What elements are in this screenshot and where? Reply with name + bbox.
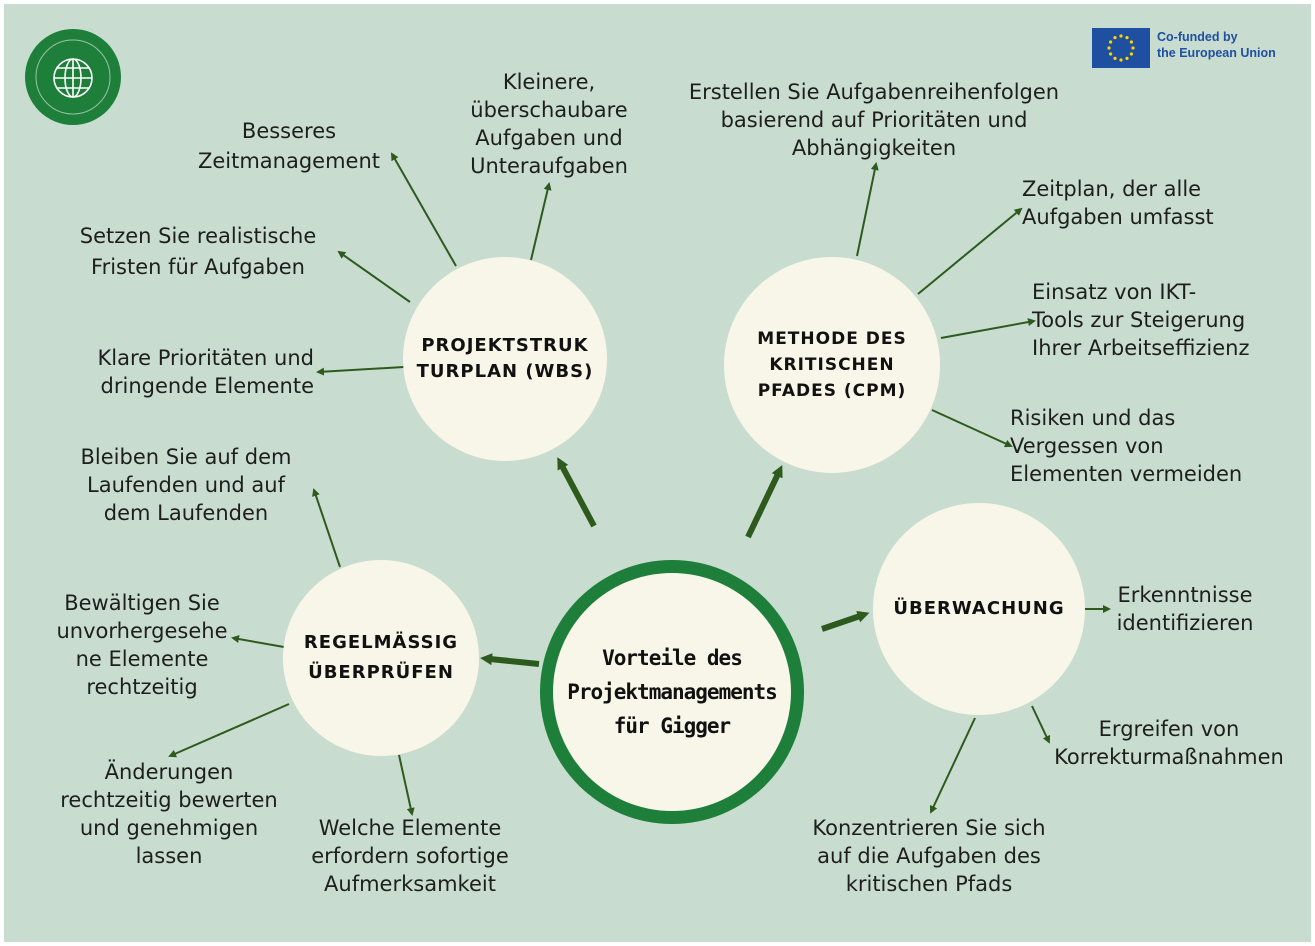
review-title: REGELMÄSSIG ÜBERPRÜFEN: [303, 632, 459, 683]
gigger-globe-logo-icon: [25, 29, 121, 125]
arrow-review-1: [312, 488, 341, 568]
arrow-wbs-1: [391, 152, 457, 267]
cpm-item-2: Zeitplan, der alle Aufgaben umfasst: [1022, 177, 1214, 229]
arrow-review-4: [398, 754, 415, 816]
arrow-cpm-3: [940, 318, 1036, 339]
connector-arrows: [168, 152, 1111, 816]
cpm-item-3: Einsatz von IKT- Tools zur Steigerung Ih…: [1032, 280, 1250, 360]
arrow-wbs-2: [530, 182, 552, 261]
monitor-item-2: Ergreifen von Korrekturmaßnahmen: [1054, 717, 1284, 769]
cpm-circle: METHODE DES KRITISCHEN PFADES (CPM): [724, 257, 940, 473]
review-item-1: Bleiben Sie auf dem Laufenden und auf de…: [80, 445, 292, 525]
center-circle-inner: Vorteile des Projektmanagements für Gigg…: [556, 576, 788, 808]
arrow-wbs-4: [316, 366, 405, 376]
monitor-item-3: Konzentrieren Sie sich auf die Aufgaben …: [812, 816, 1046, 896]
arrow-center-to-cpm: [745, 464, 783, 539]
wbs-title: PROJEKTSTRUK TURPLAN (WBS): [416, 335, 594, 382]
center-title: Vorteile des Projektmanagements für Gigg…: [567, 646, 778, 738]
wbs-item-2: Kleinere, überschaubare Aufgaben und Unt…: [470, 70, 628, 178]
wbs-item-3: Setzen Sie realistische Fristen für Aufg…: [79, 224, 317, 279]
eu-flag-icon: [1092, 28, 1150, 68]
arrow-wbs-3: [337, 250, 411, 303]
cpm-item-1: Erstellen Sie Aufgabenreihenfolgen basie…: [688, 80, 1060, 160]
review-item-4: Welche Elemente erfordern sofortige Aufm…: [311, 816, 509, 896]
monitor-item-1: Erkenntnisse identifizieren: [1116, 583, 1254, 635]
arrow-review-2: [231, 635, 285, 648]
wbs-item-1: Besseres Zeitmanagement: [197, 119, 381, 173]
cpm-item-4: Risiken und das Vergessen von Elementen …: [1010, 406, 1243, 486]
eu-cofunded-text: Co-funded by the European Union: [1157, 30, 1276, 60]
arrow-review-3: [168, 703, 290, 758]
arrow-center-to-monitor: [821, 610, 870, 632]
arrow-cpm-2: [917, 207, 1023, 295]
arrow-monitor-3: [929, 717, 976, 814]
arrow-center-to-wbs: [557, 457, 597, 528]
cpm-title: METHODE DES KRITISCHEN PFADES (CPM): [757, 329, 907, 401]
review-circle: REGELMÄSSIG ÜBERPRÜFEN: [283, 560, 479, 756]
arrow-monitor-2: [1031, 705, 1051, 744]
arrow-cpm-1: [856, 162, 879, 257]
wbs-item-4: Klare Prioritäten und dringende Elemente: [97, 346, 314, 398]
monitor-title: ÜBERWACHUNG: [893, 598, 1065, 619]
arrow-center-to-review: [480, 653, 540, 667]
diagram-canvas: Co-funded by the European Union PROJEKTS…: [4, 4, 1311, 942]
center-circle: Vorteile des Projektmanagements für Gigg…: [540, 560, 804, 824]
arrow-cpm-4: [931, 409, 1013, 448]
review-item-3: Änderungen rechtzeitig bewerten und gene…: [60, 760, 278, 868]
review-item-2: Bewältigen Sie unvorhergesehe ne Element…: [56, 591, 228, 699]
wbs-circle: PROJEKTSTRUK TURPLAN (WBS): [403, 257, 607, 461]
monitor-circle: ÜBERWACHUNG: [873, 503, 1085, 715]
